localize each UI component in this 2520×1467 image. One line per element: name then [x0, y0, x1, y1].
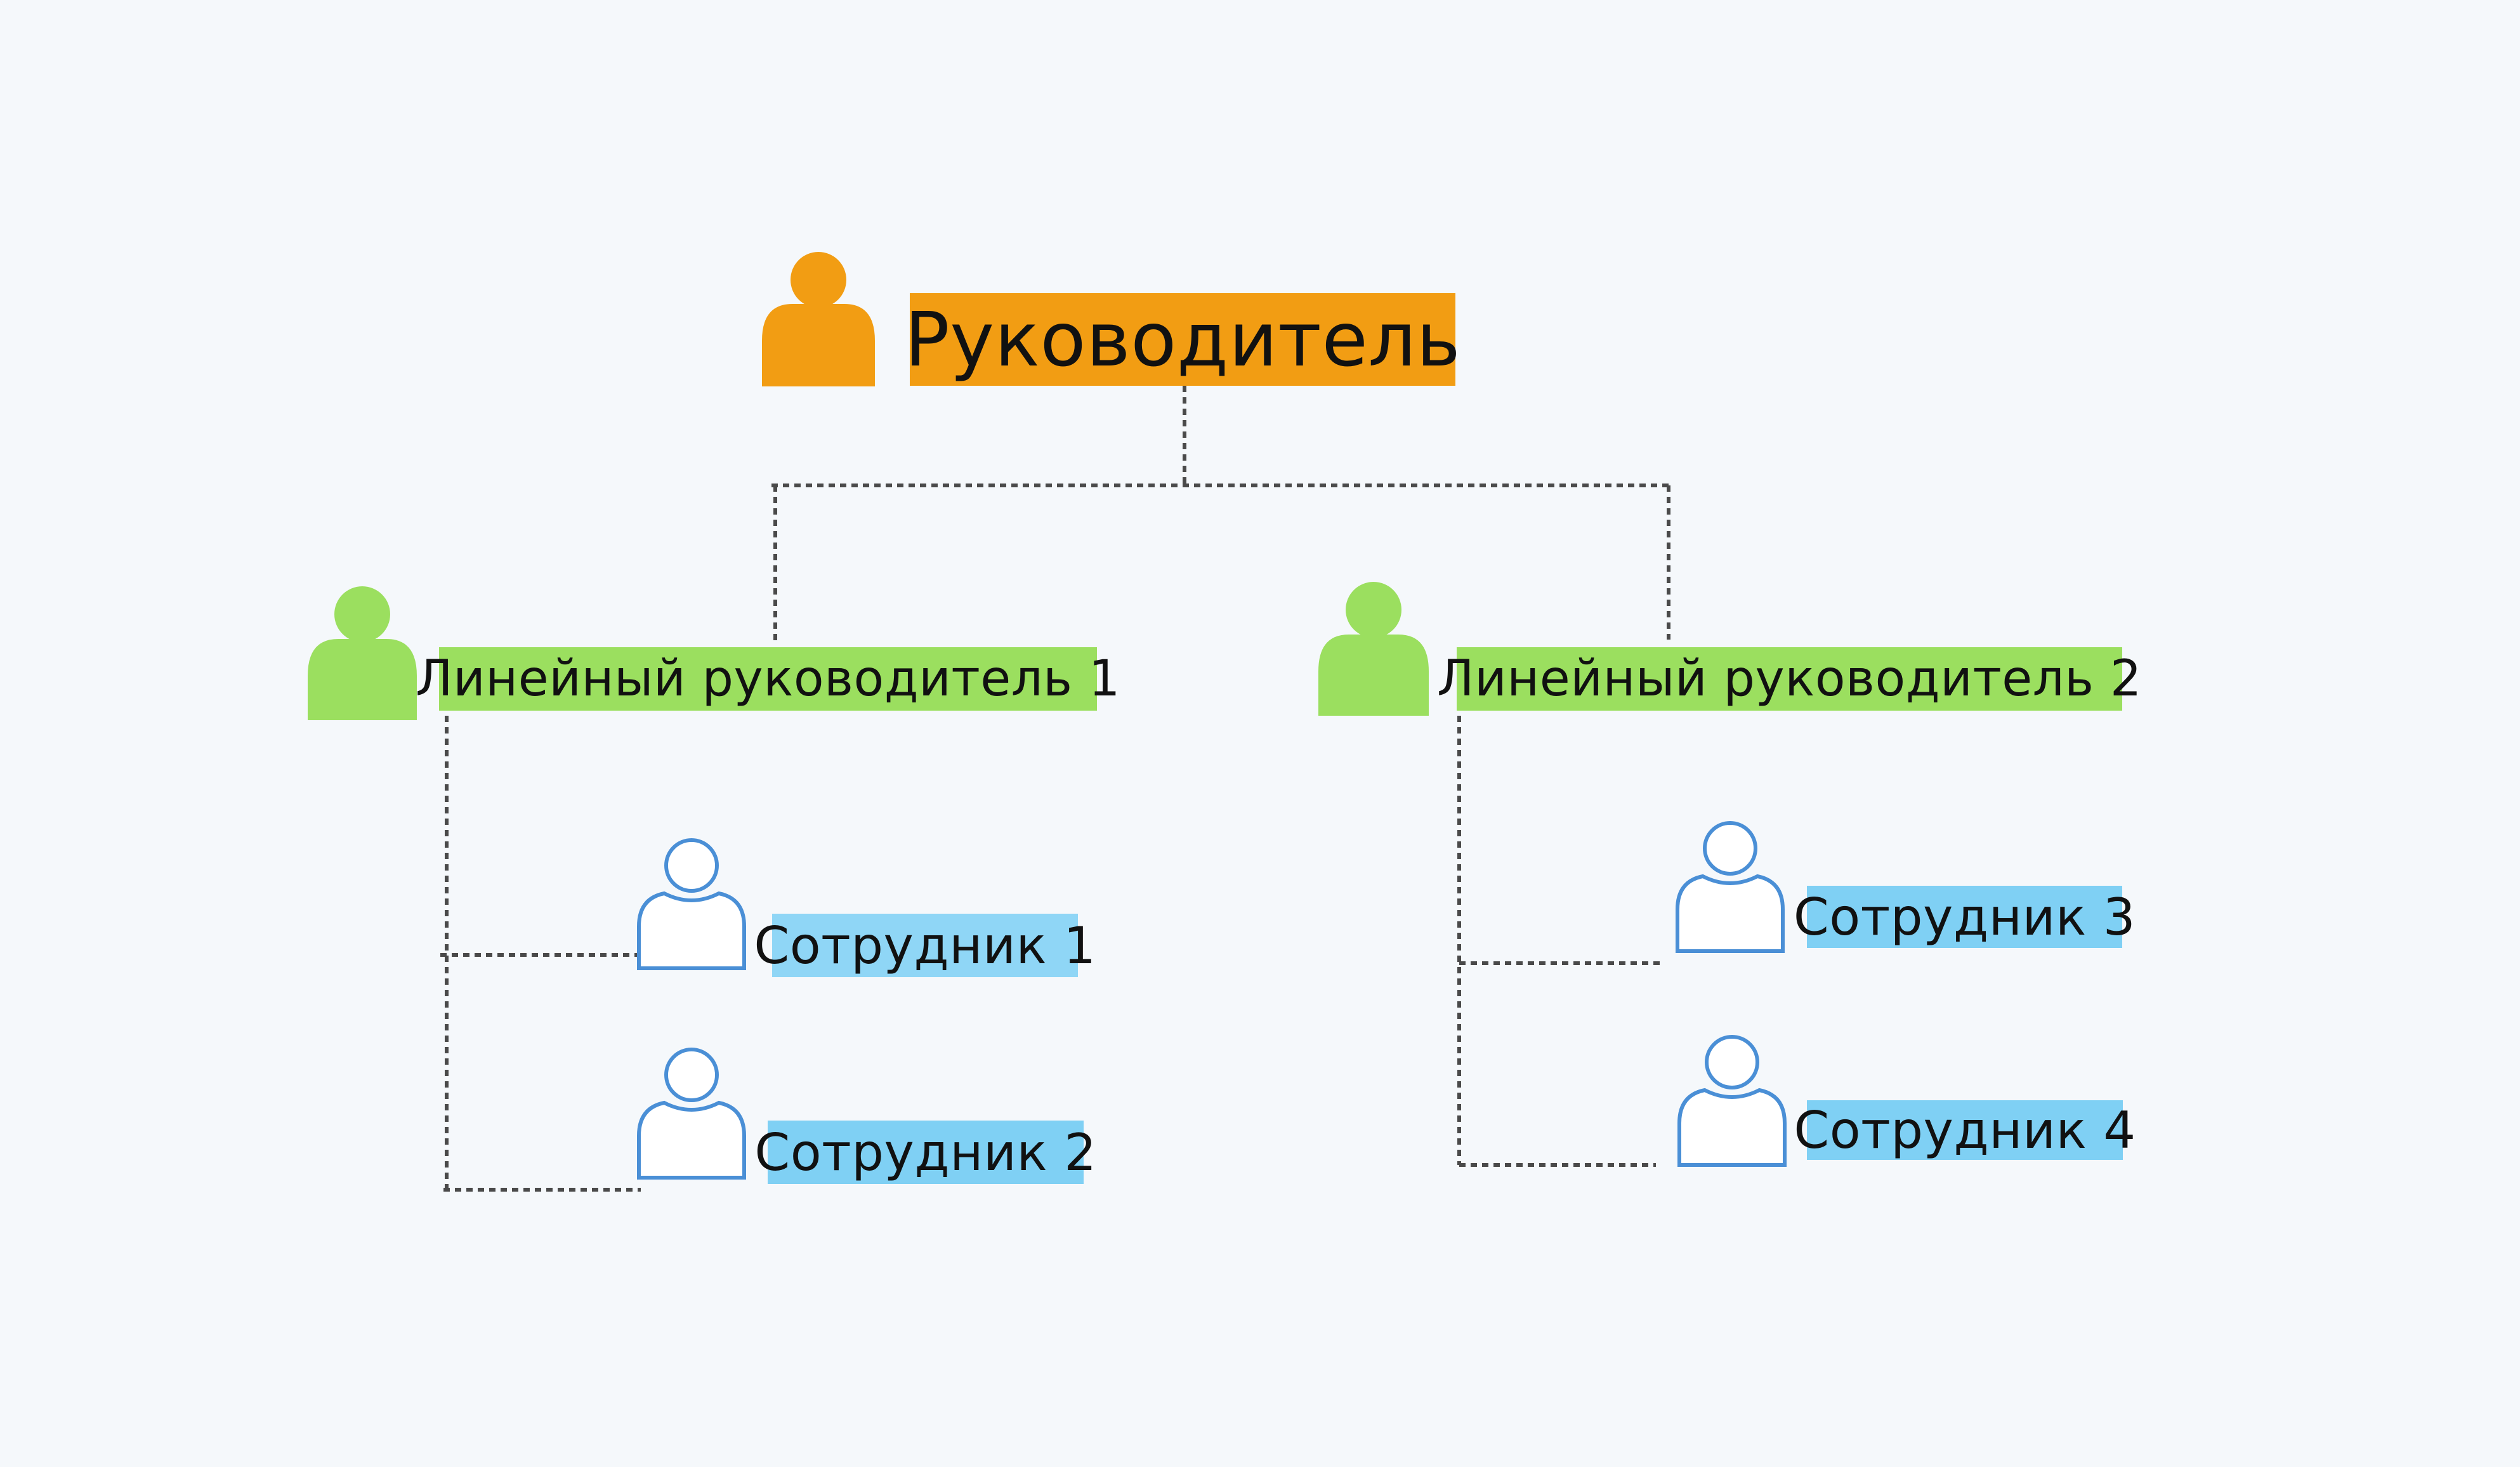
person-outline-icon [637, 1048, 746, 1180]
person-icon [308, 586, 417, 720]
person-icon [1318, 582, 1429, 716]
employee-3-label: Сотрудник 3 [1794, 886, 2136, 948]
person-outline-icon [637, 838, 746, 970]
employee-4-label: Сотрудник 4 [1794, 1100, 2136, 1160]
line-manager-2-label: Линейный руководитель 2 [1437, 647, 2142, 711]
employee-2-label: Сотрудник 2 [754, 1121, 1096, 1184]
top-manager-label: Руководитель [905, 293, 1460, 386]
person-icon [762, 252, 875, 386]
line-manager-1-label: Линейный руководитель 1 [416, 647, 1120, 711]
employee-1-label: Сотрудник 1 [754, 914, 1096, 977]
person-outline-icon [1677, 1035, 1787, 1167]
person-outline-icon [1676, 821, 1785, 953]
